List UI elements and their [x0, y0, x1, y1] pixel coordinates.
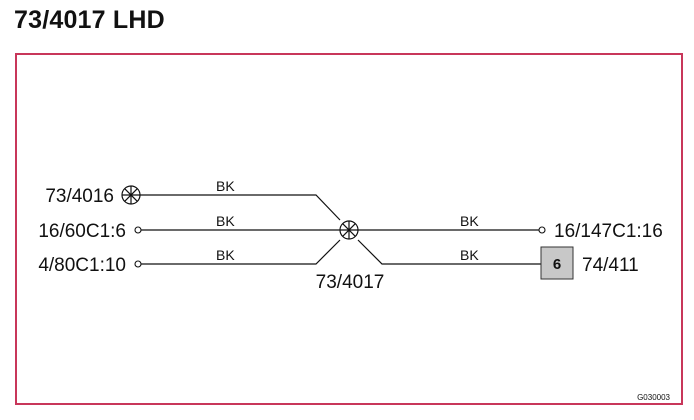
wire-left-bottom	[141, 239, 341, 265]
component-pin-label: 6	[553, 256, 561, 273]
terminal-icon-left-bottom	[134, 260, 142, 268]
wire-color-left-top: BK	[216, 178, 235, 194]
connector-label-left-bottom: 4/80C1:10	[38, 255, 126, 276]
component-box-74-411	[540, 246, 574, 280]
wire-color-left-middle: BK	[216, 213, 235, 229]
wire-color-left-bottom: BK	[216, 247, 235, 263]
connector-label-left-middle: 16/60C1:6	[38, 221, 126, 242]
connector-label-left-top: 73/4016	[45, 186, 114, 207]
terminal-icon-right-top	[538, 226, 546, 234]
wire-left-top	[140, 194, 341, 221]
wire-color-right-bottom: BK	[460, 247, 479, 263]
splice-icon-left-top	[121, 185, 141, 205]
splice-icon-center	[339, 220, 359, 240]
terminal-icon-left-middle	[134, 226, 142, 234]
connector-label-right-bottom: 74/411	[582, 255, 639, 276]
connector-label-right-top: 16/147C1:16	[554, 221, 663, 242]
page-title: 73/4017 LHD	[14, 6, 165, 34]
wire-right-bottom	[357, 239, 541, 265]
reference-code: G030003	[637, 393, 670, 402]
connector-label-center: 73/4017	[316, 272, 385, 293]
diagram-frame	[15, 53, 683, 405]
wire-color-right-top: BK	[460, 213, 479, 229]
